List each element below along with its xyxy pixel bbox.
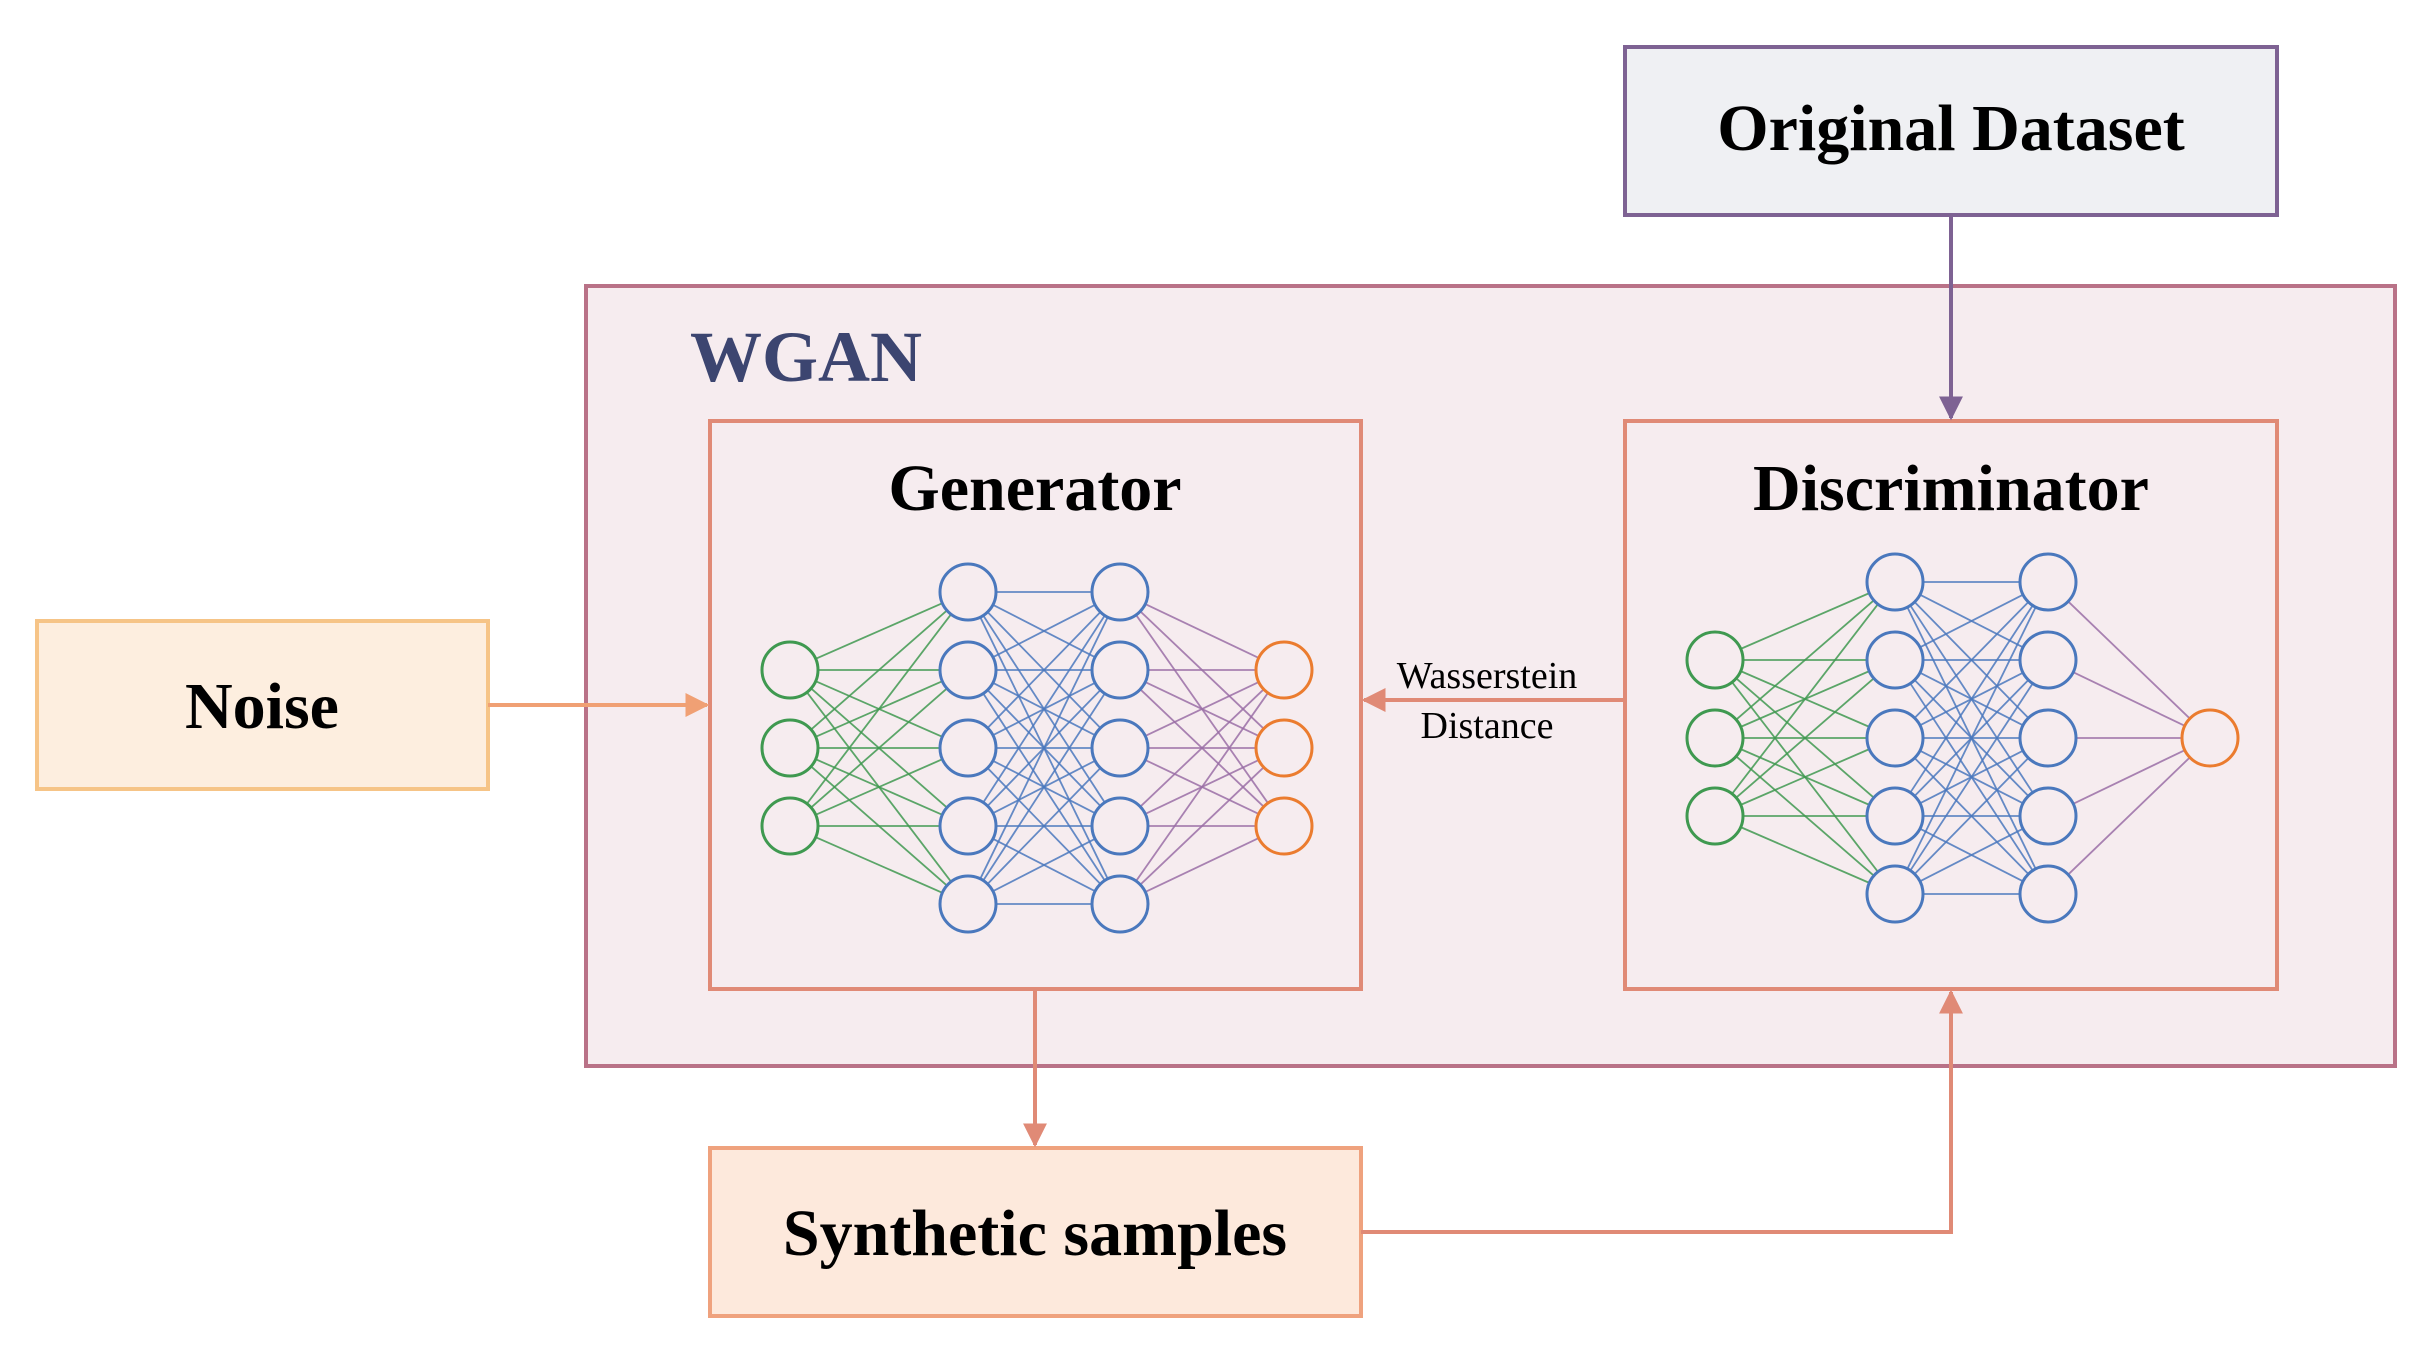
generator-label: Generator <box>888 452 1181 525</box>
distance-label-line2: Distance <box>1421 705 1554 747</box>
discriminator-connection <box>1735 599 1875 721</box>
wasserstein-distance-label: Wasserstein Distance <box>1397 655 1578 747</box>
generator-connection <box>992 603 1096 659</box>
generator-connections <box>806 591 1269 905</box>
discriminator-connection <box>1735 677 1875 799</box>
generator-neuron <box>1090 718 1150 778</box>
generator-connection <box>1135 692 1269 882</box>
discriminator-layer-2 <box>1865 552 1925 924</box>
discriminator-connection <box>1906 606 2037 870</box>
discriminator-connection <box>1909 604 2034 794</box>
generator-layer-1 <box>760 640 820 856</box>
generator-neuron <box>938 718 998 778</box>
generator-connection <box>1144 837 1260 893</box>
discriminator-neuron <box>2018 864 2078 924</box>
discriminator-connection <box>2067 756 2191 876</box>
generator-connection <box>1144 681 1260 737</box>
synthetic-samples-box <box>708 1146 1363 1318</box>
original-dataset-box <box>1623 45 2279 217</box>
discriminator-neuron <box>1685 708 1745 768</box>
generator-neuron <box>1254 640 1314 700</box>
generator-connection <box>979 616 1109 880</box>
generator-neuron <box>1090 874 1150 934</box>
generator-layer-4 <box>1254 640 1314 856</box>
generator-layer-2 <box>938 562 998 934</box>
discriminator-neuron <box>2018 708 2078 768</box>
wgan-title: WGAN <box>690 317 922 397</box>
discriminator-label: Discriminator <box>1753 452 2149 525</box>
generator-connection <box>810 687 948 809</box>
generator-neuron <box>1254 796 1314 856</box>
discriminator-connection <box>2072 671 2186 727</box>
generator-connection <box>810 609 948 731</box>
generator-neuron <box>1090 640 1150 700</box>
generator-neuron <box>760 640 820 700</box>
generator-neuron <box>760 796 820 856</box>
noise-node: Noise <box>35 619 490 791</box>
discriminator-neuron <box>2180 708 2240 768</box>
generator-neuron <box>1254 718 1314 778</box>
discriminator-neuron <box>2018 552 2078 612</box>
discriminator-neuron <box>2018 630 2078 690</box>
generator-neuron <box>938 796 998 856</box>
generator-connection <box>986 767 1102 885</box>
discriminator-layer-3 <box>2018 552 2078 924</box>
generator-neuron <box>1090 562 1150 622</box>
distance-label-line1: Wasserstein <box>1397 655 1578 697</box>
arrow-samples-to-discriminator <box>1361 989 1963 1234</box>
noise-box <box>35 619 490 791</box>
generator-connection <box>815 602 943 660</box>
original-dataset-node: Original Dataset <box>1623 45 2279 217</box>
discriminator-connection <box>2072 749 2186 805</box>
discriminator-connection <box>1740 748 1870 806</box>
generator-connection <box>1144 603 1260 659</box>
discriminator-neuron <box>2018 786 2078 846</box>
discriminator-module: Discriminator <box>1623 419 2279 991</box>
discriminator-neuron <box>1865 552 1925 612</box>
generator-connection <box>982 614 1106 804</box>
generator-connection <box>992 837 1096 893</box>
original-dataset-label: Original Dataset <box>1717 92 2184 165</box>
generator-layer-3 <box>1090 562 1150 934</box>
generator-network <box>760 562 1314 934</box>
discriminator-connection <box>1919 593 2024 649</box>
discriminator-neuron <box>1685 786 1745 846</box>
generator-neuron <box>938 640 998 700</box>
generator-connection <box>815 836 943 894</box>
generator-neuron <box>938 562 998 622</box>
generator-connection <box>1139 688 1265 808</box>
generator-neuron <box>938 874 998 934</box>
discriminator-box <box>1623 419 2279 991</box>
discriminator-connections <box>1731 581 2191 895</box>
discriminator-layer-1 <box>1685 630 1745 846</box>
generator-module: Generator <box>708 419 1363 991</box>
discriminator-connection <box>1909 682 2034 872</box>
synthetic-samples-node: Synthetic samples <box>708 1146 1363 1318</box>
discriminator-connection <box>1740 592 1870 650</box>
discriminator-neuron <box>1865 630 1925 690</box>
generator-connection <box>815 758 943 816</box>
generator-connection <box>986 611 1102 729</box>
synthetic-samples-label: Synthetic samples <box>783 1197 1287 1270</box>
discriminator-connection <box>1919 827 2024 883</box>
discriminator-network <box>1685 552 2240 924</box>
generator-connection <box>806 613 952 805</box>
discriminator-connection <box>2067 600 2191 720</box>
generator-neuron <box>760 718 820 778</box>
generator-connection <box>1139 766 1265 886</box>
noise-label: Noise <box>185 670 339 743</box>
discriminator-connection <box>1731 603 1879 795</box>
generator-neuron <box>1090 796 1150 856</box>
generator-connection <box>982 692 1106 882</box>
discriminator-neuron <box>1865 786 1925 846</box>
discriminator-neuron <box>1865 708 1925 768</box>
discriminator-connection <box>1740 826 1870 884</box>
discriminator-neuron <box>1685 630 1745 690</box>
discriminator-neuron <box>1865 864 1925 924</box>
discriminator-layer-4 <box>2180 708 2240 768</box>
discriminator-connection <box>1913 601 2030 719</box>
discriminator-connection <box>1913 757 2030 875</box>
